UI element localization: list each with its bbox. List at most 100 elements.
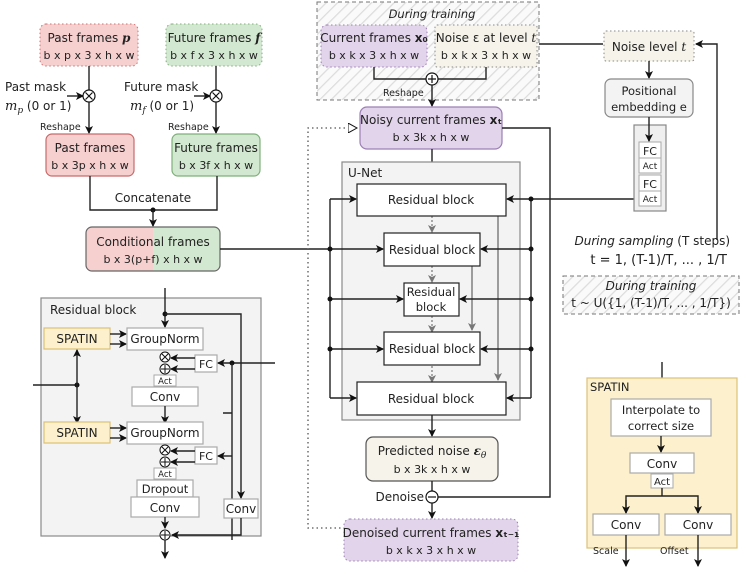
svg-text:Predicted noise εθ: Predicted noise εθ — [378, 444, 487, 461]
conv-1: Conv — [131, 386, 199, 407]
spatin-conv-offset: Conv — [664, 513, 732, 536]
concatenate-label: Concatenate — [115, 191, 191, 205]
svg-text:Conv: Conv — [226, 502, 256, 516]
training-t-panel: During training t ~ U({1, (T-1)/T, ... ,… — [562, 275, 740, 315]
spatin-conv-scale: Conv — [592, 513, 660, 536]
act-2: Act — [153, 467, 177, 480]
svg-text:FC: FC — [643, 178, 657, 191]
reshape-label: Reshape — [383, 88, 424, 99]
reshape-label: Reshape — [168, 122, 209, 133]
svg-text:b x 3k x h x w: b x 3k x h x w — [393, 131, 470, 144]
past-frames-input: Past frames p b x p x 3 x h x w — [39, 23, 139, 67]
future-frames-reshaped: Future frames b x 3f x h x w — [171, 133, 261, 177]
residual-block-2[interactable]: Residual block — [383, 232, 481, 267]
conv-2: Conv — [130, 496, 200, 518]
svg-text:Residual block: Residual block — [388, 392, 474, 406]
svg-text:Noisy current frames xₜ: Noisy current frames xₜ — [360, 113, 502, 127]
svg-text:b x 3f x h x w: b x 3f x h x w — [179, 159, 253, 172]
svg-text:Residual block: Residual block — [389, 243, 475, 257]
svg-text:Residual block: Residual block — [50, 303, 136, 317]
conv-skip: Conv — [223, 498, 259, 519]
scale-label: Scale — [593, 546, 619, 557]
svg-text:FC: FC — [199, 450, 213, 463]
svg-text:Conv: Conv — [647, 457, 677, 471]
svg-text:Conv: Conv — [611, 518, 641, 532]
svg-text:Residual: Residual — [407, 285, 456, 299]
svg-text:Conv: Conv — [683, 518, 713, 532]
sampling-title: During sampling (T steps) — [575, 234, 731, 248]
svg-text:U-Net: U-Net — [348, 166, 382, 180]
residual-block-3[interactable]: Residual block — [403, 282, 460, 317]
offset-label: Offset — [660, 546, 689, 557]
future-frames-input: Future frames f b x f x 3 x h x w — [165, 23, 263, 67]
current-frames-x0: Current frames x₀ b x k x 3 x h x w — [320, 24, 428, 68]
spatin-conv: Conv — [629, 452, 695, 474]
svg-text:b x 3p x h x w: b x 3p x h x w — [51, 159, 128, 172]
svg-text:b x k x 3 x h x w: b x k x 3 x h x w — [441, 49, 531, 62]
future-mask-var: mf (0 or 1) — [130, 99, 194, 116]
svg-text:Future frames f: Future frames f — [168, 31, 263, 45]
groupnorm-1: GroupNorm — [126, 327, 204, 351]
spatin-act: Act — [650, 473, 674, 489]
svg-text:Conditional frames: Conditional frames — [96, 235, 210, 249]
groupnorm-2: GroupNorm — [126, 421, 204, 445]
svg-text:Residual block: Residual block — [388, 193, 474, 207]
svg-text:b x f x 3 x h x w: b x f x 3 x h x w — [170, 49, 258, 62]
residual-block-4[interactable]: Residual block — [383, 331, 481, 366]
svg-text:Current frames x₀: Current frames x₀ — [320, 31, 428, 45]
spatin-1: SPATIN — [43, 327, 111, 350]
svg-text:Act: Act — [158, 377, 172, 387]
positional-embedding: Positional embedding e — [604, 78, 694, 118]
past-mask-var: mp (0 or 1) — [5, 99, 71, 116]
multiply-icon — [82, 89, 96, 103]
svg-text:Conv: Conv — [150, 501, 180, 515]
svg-text:Residual block: Residual block — [389, 342, 475, 356]
svg-text:Future frames: Future frames — [174, 141, 258, 155]
svg-text:SPATIN: SPATIN — [56, 426, 97, 440]
svg-text:SPATIN: SPATIN — [590, 380, 630, 394]
multiply-icon — [209, 89, 223, 103]
svg-text:GroupNorm: GroupNorm — [130, 332, 199, 346]
reshape-label: Reshape — [40, 122, 81, 133]
noisy-current-frames: Noisy current frames xₜ b x 3k x h x w — [359, 106, 503, 150]
svg-text:block: block — [416, 300, 447, 314]
fc-2: FC — [194, 446, 218, 465]
subtract-icon — [425, 490, 439, 504]
svg-text:Dropout: Dropout — [142, 482, 189, 496]
svg-text:b x k x 3 x h x w: b x k x 3 x h x w — [329, 49, 419, 62]
svg-text:Past frames: Past frames — [55, 141, 126, 155]
svg-text:GroupNorm: GroupNorm — [130, 426, 199, 440]
noise-epsilon: Noise ε at level t b x k x 3 x h x w — [434, 24, 538, 68]
svg-text:FC: FC — [643, 145, 657, 158]
dropout: Dropout — [136, 479, 194, 498]
svg-text:Act: Act — [643, 195, 658, 205]
residual-block-1[interactable]: Residual block — [356, 183, 507, 217]
embedding-mlp: FC Act FC Act — [633, 124, 667, 212]
svg-text:Denoised current frames xₜ₋₁: Denoised current frames xₜ₋₁ — [343, 526, 520, 540]
svg-text:Noise ε at level t: Noise ε at level t — [436, 31, 537, 45]
spatin-2: SPATIN — [43, 421, 111, 444]
svg-text:correct size: correct size — [628, 419, 694, 433]
svg-text:b x 3k x h x w: b x 3k x h x w — [394, 463, 471, 476]
svg-text:During training: During training — [606, 279, 697, 293]
denoise-label: Denoise — [375, 490, 424, 504]
sampling-formula: t = 1, (T-1)/T, ... , 1/T — [590, 253, 727, 268]
svg-text:b x k x 3 x h x w: b x k x 3 x h x w — [386, 544, 476, 557]
svg-text:b x p x 3 x h x w: b x p x 3 x h x w — [44, 49, 135, 62]
svg-text:Noise level t: Noise level t — [612, 40, 686, 54]
predicted-noise: Predicted noise εθ b x 3k x h x w — [365, 436, 499, 482]
interpolate: Interpolate to correct size — [610, 398, 712, 437]
svg-text:During training: During training — [389, 7, 476, 21]
svg-text:Act: Act — [643, 162, 658, 172]
during-training-panel: During training Current frames x₀ b x k … — [316, 1, 540, 101]
noise-level-t: Noise level t — [603, 30, 695, 62]
past-frames-reshaped: Past frames b x 3p x h x w — [45, 133, 135, 177]
svg-text:SPATIN: SPATIN — [56, 332, 97, 346]
svg-text:Act: Act — [654, 477, 670, 488]
svg-text:embedding e: embedding e — [611, 100, 687, 114]
past-mask-label: Past mask — [5, 80, 66, 94]
fc-1: FC — [194, 354, 218, 373]
residual-block-5[interactable]: Residual block — [356, 381, 507, 416]
svg-text:t ~ U({1, (T-1)/T, ... , 1/T}): t ~ U({1, (T-1)/T, ... , 1/T}) — [571, 296, 731, 310]
